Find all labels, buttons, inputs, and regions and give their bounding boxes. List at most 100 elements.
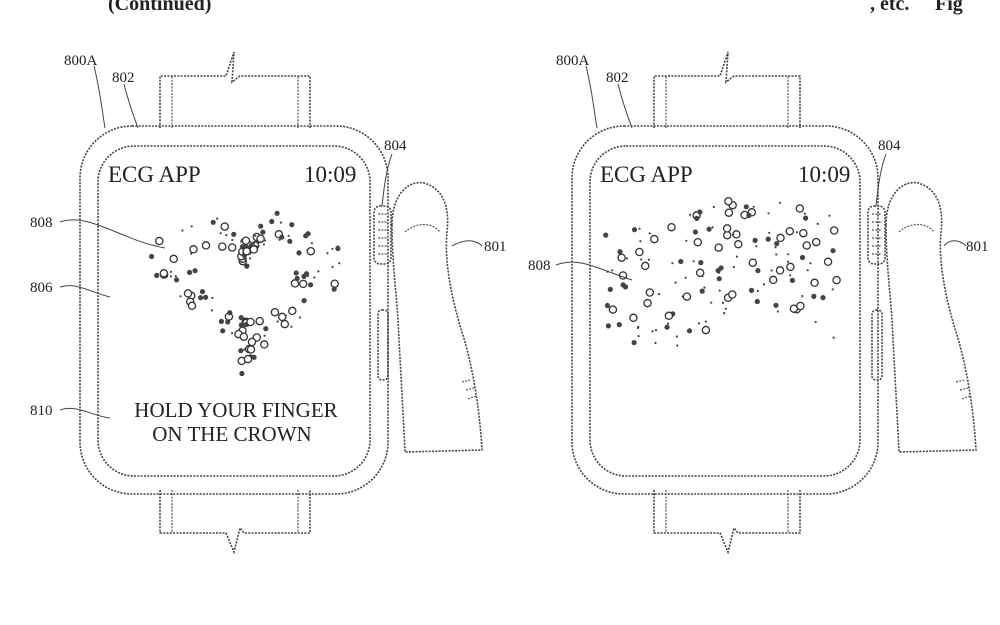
particle <box>754 298 760 305</box>
particle <box>703 286 706 289</box>
particle <box>801 295 804 298</box>
particle <box>811 293 817 299</box>
particle <box>770 269 773 272</box>
particle <box>716 276 722 282</box>
particle <box>692 229 699 235</box>
particle <box>278 238 281 241</box>
particle <box>290 279 300 288</box>
particle <box>828 214 831 217</box>
particle <box>718 265 724 271</box>
particle <box>746 212 752 218</box>
particle <box>155 236 164 246</box>
particle <box>231 238 234 242</box>
particle <box>647 258 651 261</box>
particle <box>246 317 255 327</box>
particle <box>694 215 700 221</box>
particle <box>231 332 234 335</box>
particle <box>263 326 269 332</box>
particle <box>317 270 320 273</box>
particle <box>622 284 629 290</box>
particle <box>231 231 237 237</box>
particle <box>789 304 799 313</box>
particle <box>154 272 160 278</box>
particle <box>654 341 657 345</box>
particle <box>225 234 228 237</box>
particle <box>710 301 713 304</box>
particle <box>284 314 287 317</box>
particle <box>802 241 811 250</box>
particle <box>218 242 227 251</box>
particle <box>190 225 193 228</box>
particle <box>767 212 770 215</box>
particle <box>238 348 244 354</box>
particle <box>775 253 778 256</box>
particle <box>189 245 198 254</box>
particle <box>306 246 316 256</box>
particle <box>169 254 178 264</box>
header-right-bold: Fig <box>935 0 963 15</box>
particle <box>643 298 652 308</box>
particle <box>786 260 790 263</box>
particle <box>243 348 246 351</box>
particle <box>799 228 808 238</box>
particle <box>239 332 249 341</box>
particle <box>811 237 821 247</box>
finger-left <box>391 181 483 453</box>
particle <box>296 250 302 256</box>
particle <box>249 245 259 254</box>
particle <box>701 325 711 335</box>
ref-label-finger-right: 801 <box>966 239 989 255</box>
particle <box>787 253 790 256</box>
digital-crown-left <box>373 205 392 265</box>
particle <box>187 301 197 311</box>
particle <box>243 354 253 364</box>
particle <box>686 328 693 334</box>
particle <box>718 289 721 292</box>
particle <box>666 322 670 325</box>
particle <box>721 301 725 304</box>
particle <box>293 270 299 276</box>
particle <box>831 288 834 291</box>
particle <box>722 224 732 233</box>
particle <box>198 295 204 301</box>
app-title-left: ECG APP <box>108 162 201 187</box>
particle <box>637 335 640 338</box>
particle <box>682 292 692 301</box>
ref-label-crown-right: 804 <box>878 138 901 154</box>
particle <box>640 258 643 261</box>
particle <box>664 324 670 330</box>
particle <box>254 234 257 237</box>
particle <box>298 316 301 319</box>
particle <box>149 253 155 260</box>
particle <box>774 241 780 247</box>
particle <box>762 283 766 286</box>
particle <box>336 245 339 248</box>
header-left-fragment: (Continued) <box>108 0 211 15</box>
particle <box>724 307 728 310</box>
particle <box>279 221 282 224</box>
particle <box>617 253 626 262</box>
watch-housing-left <box>79 125 389 495</box>
watch-figure-right: ECG APP 10:09 800A 802 804 801 808 <box>528 51 989 555</box>
particle <box>814 320 817 324</box>
particle <box>287 238 293 244</box>
particle <box>732 265 736 269</box>
particle <box>779 201 782 204</box>
particle <box>775 266 785 275</box>
particle <box>756 289 760 293</box>
particle <box>748 258 758 267</box>
particle <box>218 318 224 324</box>
particle <box>603 232 609 238</box>
particle <box>239 370 245 377</box>
particle <box>298 279 308 289</box>
particle <box>785 226 795 236</box>
band-bottom-left <box>159 490 311 555</box>
particle <box>752 237 758 243</box>
particle <box>636 326 640 329</box>
particle <box>654 329 658 332</box>
watch-figure-left: ECG APP 10:09 HOLD YOUR FINGER ON THE CR… <box>30 51 507 555</box>
particle <box>256 234 265 243</box>
particle <box>735 255 739 258</box>
app-title-right: ECG APP <box>600 162 693 187</box>
particle <box>247 263 250 267</box>
